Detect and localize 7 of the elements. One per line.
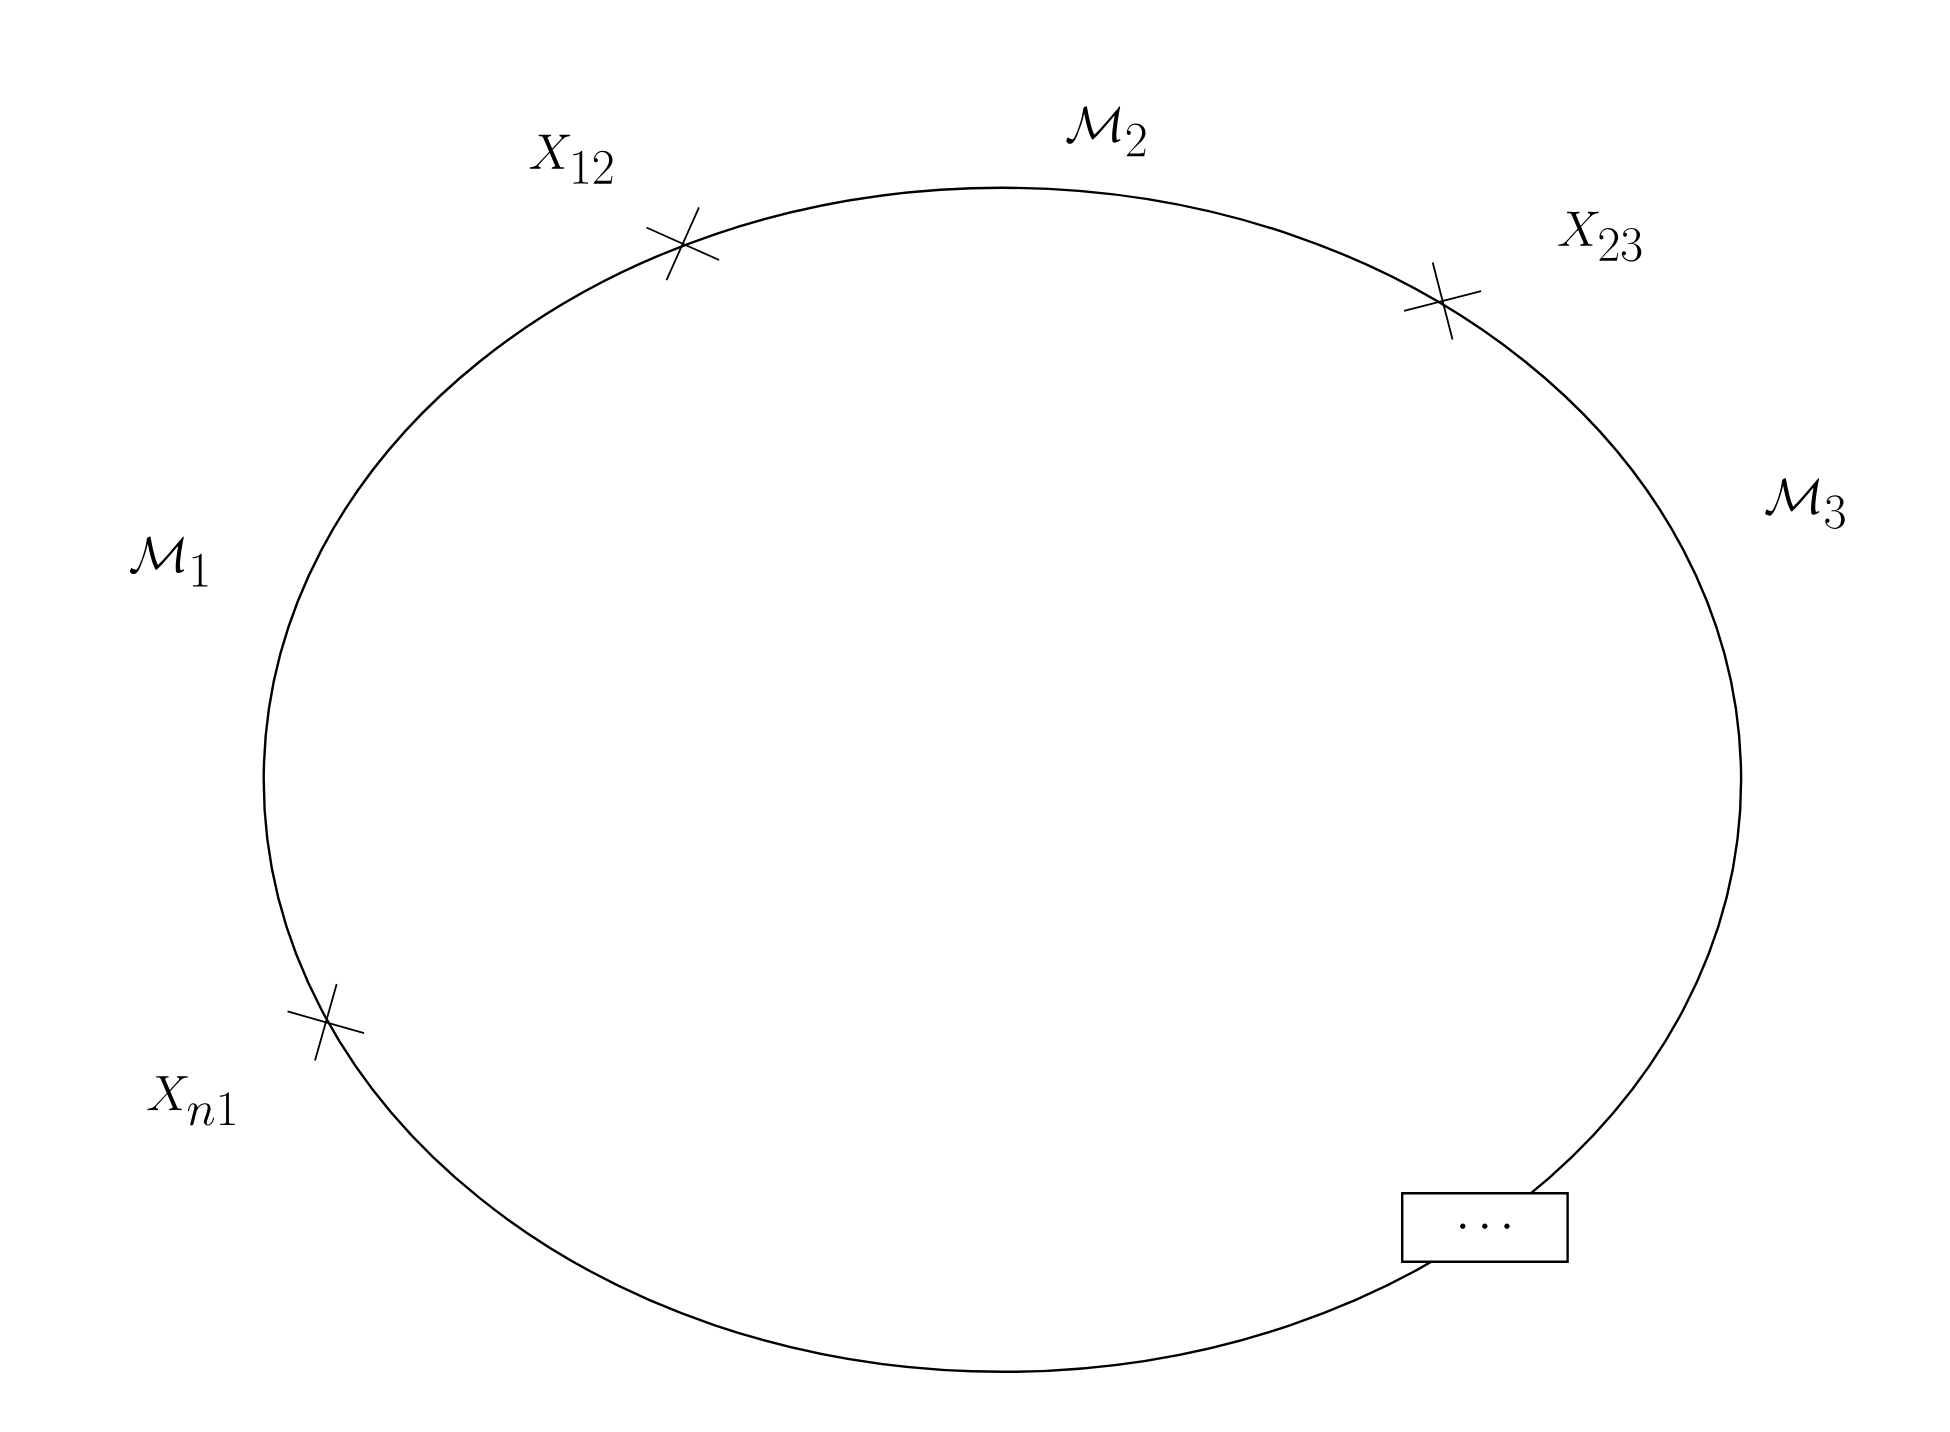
ellipse-curve xyxy=(262,186,1743,1373)
math-label: $\mathcal{M}_3$ xyxy=(1765,478,1845,529)
math-label: $\mathcal{M}_1$ xyxy=(129,536,208,587)
math-label: $X_{23}$ xyxy=(1558,211,1642,262)
math-label: $\mathcal{M}_2$ xyxy=(1066,106,1146,157)
ellipsis-box: $\cdots$ xyxy=(1401,1192,1569,1263)
math-label: $X_{n1}$ xyxy=(147,1076,235,1126)
